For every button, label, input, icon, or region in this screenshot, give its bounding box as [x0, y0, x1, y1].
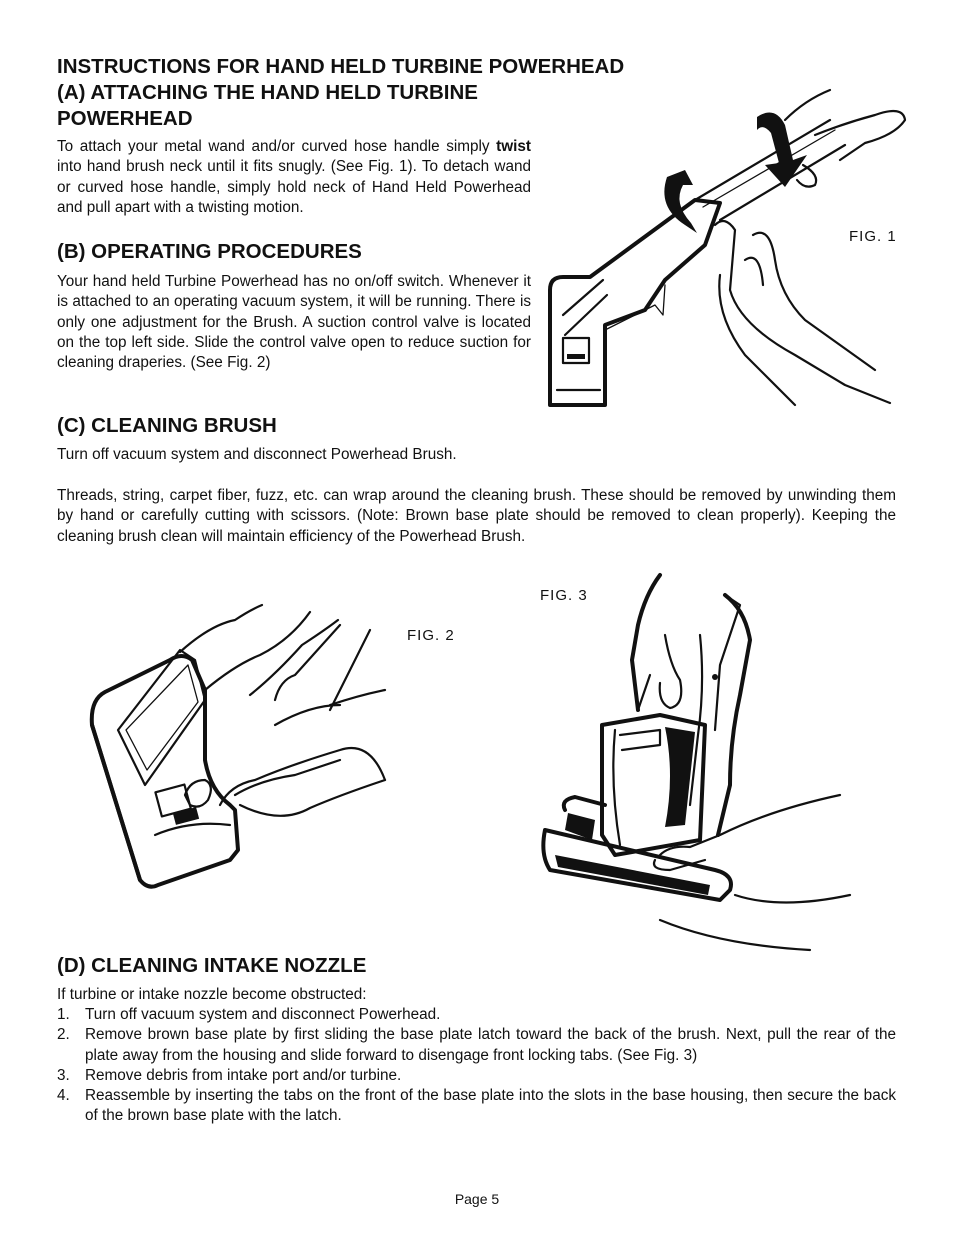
fig2-illustration-icon: [89, 603, 387, 889]
section-d-heading: (D) CLEANING INTAKE NOZZLE: [57, 954, 367, 977]
section-d-intro: If turbine or intake nozzle become obstr…: [57, 986, 367, 1003]
section-c-paragraph-1: Turn off vacuum system and disconnect Po…: [57, 446, 457, 463]
fig1-label: FIG. 1: [849, 228, 897, 245]
section-a-text: To attach your metal wand and/or curved …: [57, 138, 531, 216]
page-number: Page 5: [454, 1191, 500, 1207]
section-a-heading-line2: POWERHEAD: [57, 107, 193, 130]
figure-3: FIG. 3: [520, 565, 860, 955]
fig2-label: FIG. 2: [407, 627, 455, 644]
step-item: 1.Turn off vacuum system and disconnect …: [57, 1006, 441, 1023]
page-title: INSTRUCTIONS FOR HAND HELD TURBINE POWER…: [57, 54, 697, 132]
document-title: INSTRUCTIONS FOR HAND HELD TURBINE POWER…: [57, 55, 625, 78]
step-item: 3.Remove debris from intake port and/or …: [57, 1066, 402, 1084]
section-a-heading-line1: (A) ATTACHING THE HAND HELD TURBINE: [57, 81, 478, 104]
fig1-illustration-icon: [548, 88, 907, 407]
fig3-illustration-icon: [541, 573, 852, 952]
section-b-text: Your hand held Turbine Powerhead has no …: [57, 273, 531, 372]
figure-2: FIG. 2: [80, 580, 500, 910]
section-b-heading: (B) OPERATING PROCEDURES: [57, 240, 362, 263]
section-d-steps: 1.Turn off vacuum system and disconnect …: [57, 1005, 896, 1127]
step-item: 4.Reassemble by inserting the tabs on th…: [57, 1087, 896, 1125]
section-c-paragraph-2: Threads, string, carpet fiber, fuzz, etc…: [57, 487, 896, 545]
fig3-label: FIG. 3: [540, 587, 588, 604]
twist-emphasis: twist: [496, 138, 531, 155]
step-item: 2.Remove brown base plate by first slidi…: [57, 1026, 896, 1064]
figure-1: FIG. 1: [545, 85, 915, 410]
section-c-heading: (C) CLEANING BRUSH: [57, 414, 277, 437]
